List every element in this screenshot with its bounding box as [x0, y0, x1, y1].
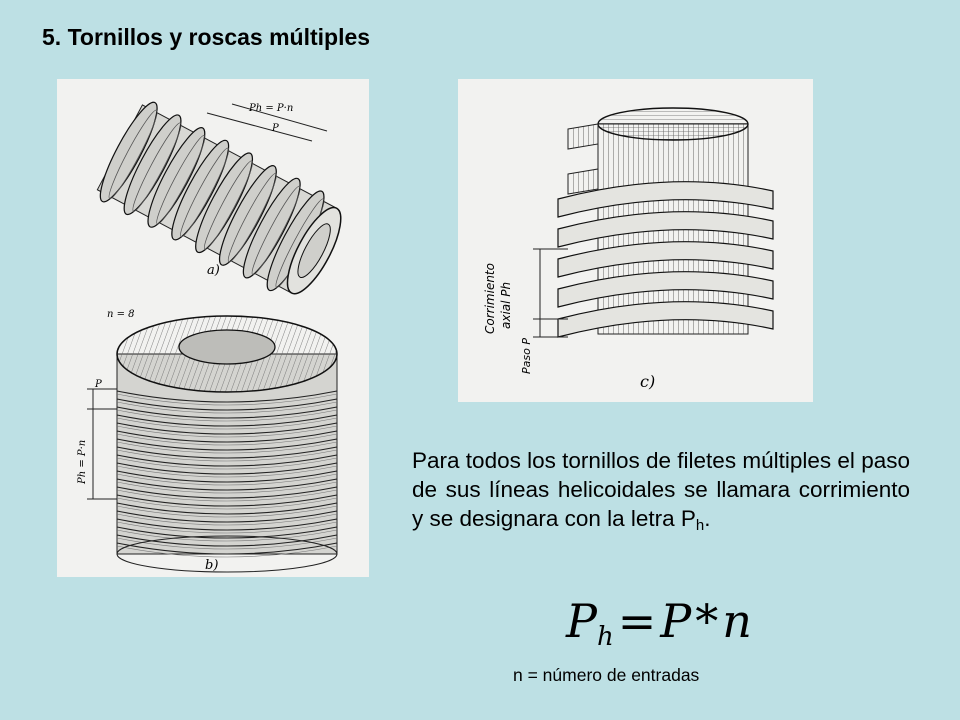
figure-c-axial-line1: Corrimiento — [483, 263, 497, 334]
figure-screws-a-b: Ph = P·n P a) n = 8 P Ph = P·n b) — [57, 79, 369, 577]
formula-multiply: * — [695, 594, 719, 648]
screw-c-drawing — [557, 107, 774, 338]
description-paragraph: Para todos los tornillos de filetes múlt… — [412, 446, 910, 533]
formula-legend: n = número de entradas — [513, 665, 700, 685]
formula-equals: = — [617, 594, 657, 648]
figure-a-pitch: P — [271, 123, 279, 134]
screw-b-drawing — [116, 315, 338, 573]
lead-formula: Ph=P*n — [566, 594, 752, 650]
description-end: . — [704, 506, 711, 531]
formula-lhs-subscript: h — [596, 622, 614, 652]
figure-c-label: c) — [640, 372, 655, 391]
figure-c-axial-line2: axial Ph — [499, 282, 513, 329]
formula-lhs: P — [566, 594, 597, 648]
slide-title: 5. Tornillos y roscas múltiples — [42, 24, 371, 50]
description-subscript: h — [695, 517, 705, 534]
figure-a-label: a) — [207, 263, 220, 278]
figure-b-label: b) — [205, 558, 218, 573]
formula-n: n — [722, 594, 752, 648]
screw-a-drawing — [96, 101, 342, 295]
figure-screw-c: Corrimiento axial Ph Paso P c) — [458, 79, 813, 402]
description-text: Para todos los tornillos de filetes múlt… — [412, 448, 910, 531]
figure-c-pitch: Paso P — [520, 338, 533, 374]
figure-b-dimension: Ph = P·n — [77, 440, 88, 485]
formula-pitch: P — [660, 594, 692, 648]
figure-a-dimension: Ph = P·n — [248, 103, 293, 114]
figure-b-pitch: P — [94, 379, 102, 390]
figure-b-n-label: n = 8 — [107, 309, 135, 320]
